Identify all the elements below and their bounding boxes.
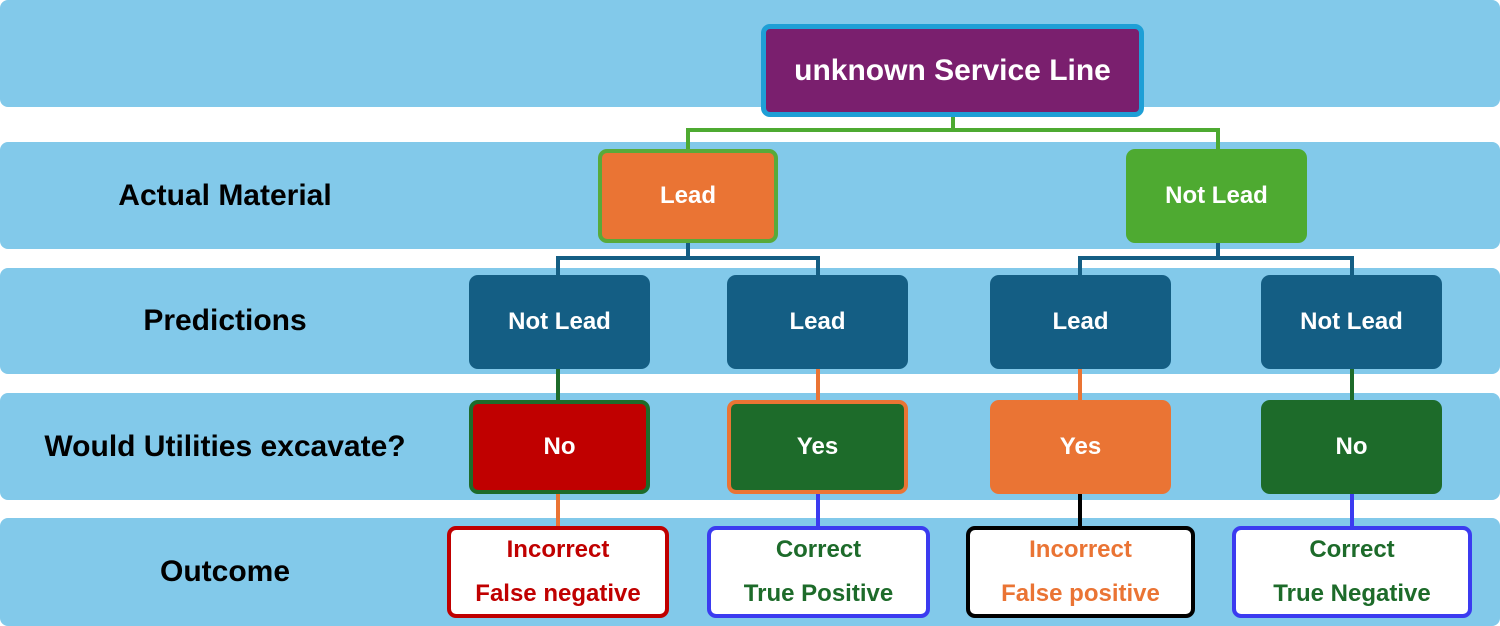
outcome-box-4: Correct True Negative bbox=[1232, 526, 1472, 618]
connector-lead-predictions bbox=[556, 256, 820, 276]
outcome-1-line1: Incorrect bbox=[506, 536, 610, 563]
excavate-node-2: Yes bbox=[727, 400, 908, 494]
root-node: unknown Service Line bbox=[761, 24, 1144, 117]
excavate-node-4: No bbox=[1261, 400, 1442, 494]
row-label-predictions: Predictions bbox=[143, 304, 307, 337]
outcome-box-1: Incorrect False negative bbox=[447, 526, 669, 618]
actual-node-lead: Lead bbox=[598, 149, 778, 243]
outcome-box-2: Correct True Positive bbox=[707, 526, 930, 618]
outcome-1-line2: False negative bbox=[475, 580, 641, 607]
excavate-node-1: No bbox=[469, 400, 650, 494]
row-label-actual-material: Actual Material bbox=[118, 178, 332, 212]
connector-notlead-predictions bbox=[1078, 256, 1354, 276]
excavate-node-3: Yes bbox=[990, 400, 1171, 494]
row-label-outcome: Outcome bbox=[159, 555, 291, 588]
prediction-node-4: Not Lead bbox=[1261, 275, 1442, 369]
outcome-3-line2: False positive bbox=[1001, 580, 1160, 607]
outcome-4-line1: Correct bbox=[1309, 536, 1395, 563]
outcome-box-3: Incorrect False positive bbox=[966, 526, 1195, 618]
prediction-node-3: Lead bbox=[990, 275, 1171, 369]
outcome-3-line1: Incorrect bbox=[1029, 536, 1132, 563]
prediction-node-2: Lead bbox=[727, 275, 908, 369]
actual-node-not-lead: Not Lead bbox=[1126, 149, 1307, 243]
connector-root-actual bbox=[686, 128, 1220, 150]
outcome-4-line2: True Negative bbox=[1273, 580, 1431, 607]
outcome-2-line2: True Positive bbox=[743, 580, 894, 607]
row-label-excavate: Would Utilities excavate? bbox=[44, 429, 406, 463]
band-root bbox=[0, 0, 1500, 107]
prediction-node-1: Not Lead bbox=[469, 275, 650, 369]
outcome-2-line1: Correct bbox=[775, 536, 862, 563]
